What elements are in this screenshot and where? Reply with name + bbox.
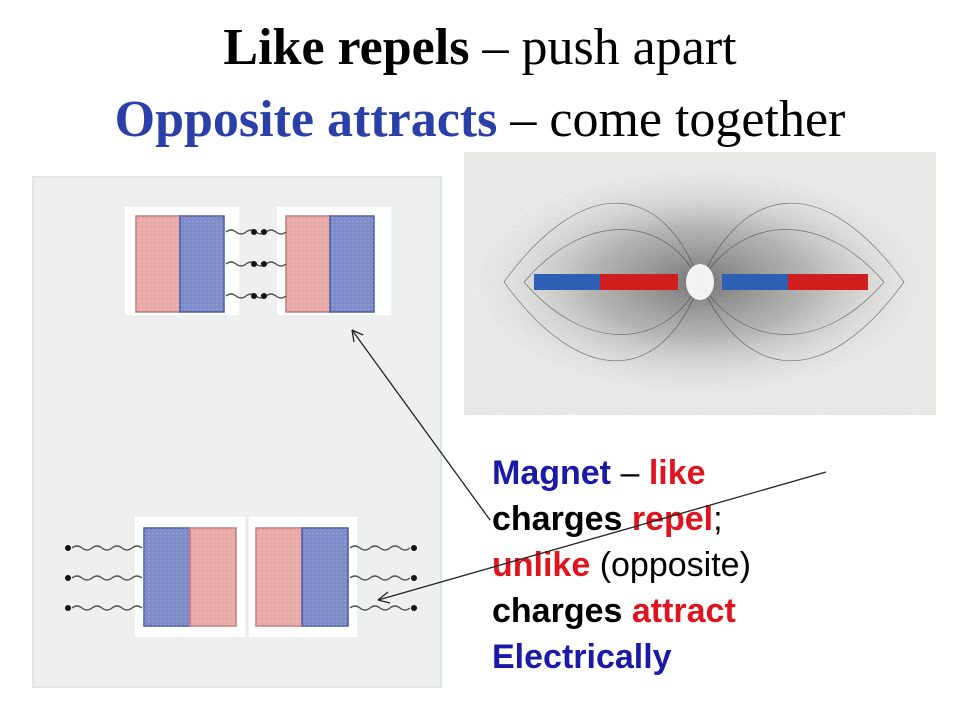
title-emphasis-like-repels: Like repels bbox=[223, 19, 470, 76]
title-rest-come-together: – come together bbox=[497, 91, 846, 148]
explanation-text: Magnet – like charges repel; unlike (opp… bbox=[492, 450, 932, 680]
field-lines bbox=[503, 202, 905, 362]
word-unlike: unlike bbox=[492, 546, 591, 584]
word-electrically: Electrically bbox=[492, 638, 672, 676]
word-charges: charges bbox=[492, 500, 632, 538]
title-emphasis-opposite-attracts: Opposite attracts bbox=[114, 91, 498, 148]
word-magnet: Magnet bbox=[492, 454, 611, 492]
word-opposite: (opposite) bbox=[590, 546, 751, 584]
magnet-diagram-panel bbox=[32, 176, 442, 688]
explanation-line-3: unlike (opposite) bbox=[492, 542, 932, 588]
word-charges: charges bbox=[492, 592, 632, 630]
explanation-line-4: charges attract bbox=[492, 588, 932, 634]
dash: – bbox=[611, 454, 649, 492]
word-like: like bbox=[648, 454, 706, 492]
field-dots bbox=[251, 229, 267, 299]
semicolon: ; bbox=[713, 500, 723, 538]
iron-filings-photo bbox=[464, 152, 936, 415]
field-dots-right bbox=[411, 545, 417, 611]
iron-filings-field-icon bbox=[464, 152, 936, 415]
word-attract: attract bbox=[631, 592, 736, 630]
bar-magnet-left bbox=[534, 274, 678, 290]
word-repel: repel bbox=[631, 500, 714, 538]
explanation-line-5: Electrically bbox=[492, 634, 932, 680]
field-lines-outward-right bbox=[349, 545, 411, 611]
title-rest-push-apart: – push apart bbox=[469, 19, 737, 76]
title-line-1: Like repels – push apart bbox=[0, 18, 960, 78]
explanation-line-1: Magnet – like bbox=[492, 450, 932, 496]
explanation-line-2: charges repel; bbox=[492, 496, 932, 542]
magnet-diagram bbox=[65, 205, 417, 639]
repel-pair-bottom bbox=[65, 515, 417, 639]
title-line-2: Opposite attracts – come together bbox=[0, 90, 960, 150]
bar-magnet-right bbox=[722, 274, 868, 290]
field-lines-outward-left bbox=[71, 545, 143, 611]
field-dots-left bbox=[65, 545, 71, 611]
attract-pair-top bbox=[123, 205, 393, 317]
